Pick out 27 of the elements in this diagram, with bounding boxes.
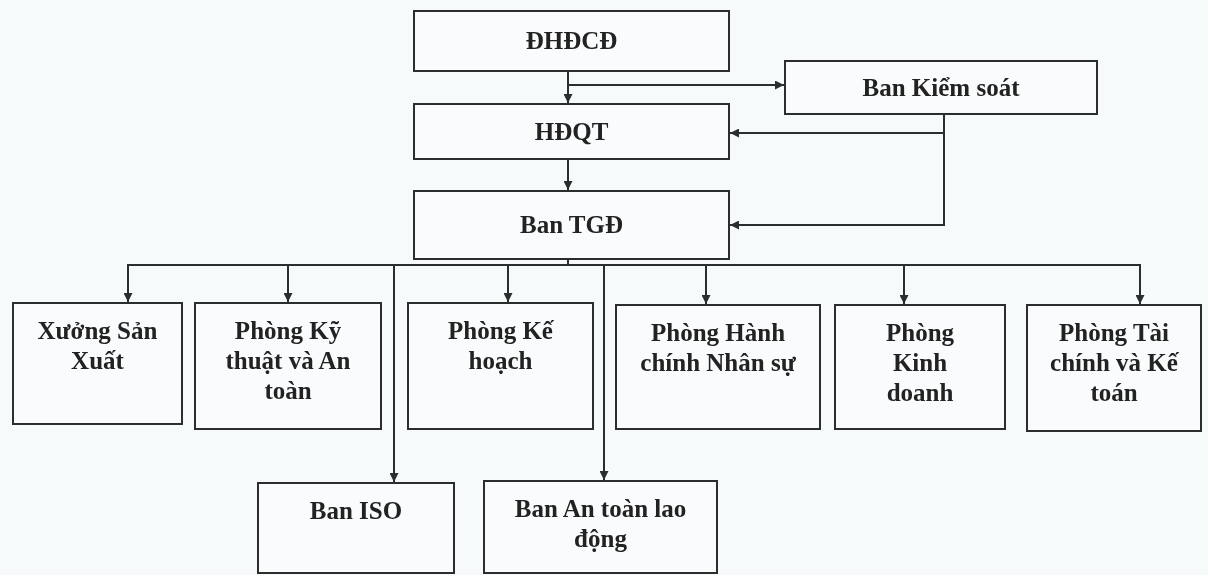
unit-name: Phòng Kinh doanh bbox=[884, 318, 956, 408]
department-box bbox=[1026, 304, 1202, 432]
unit-name: Phòng Tài chính và Kế toán bbox=[1050, 318, 1178, 408]
unit-name: Ban Kiểm soát bbox=[862, 72, 1020, 103]
unit-name: Ban TGĐ bbox=[519, 210, 624, 240]
governance-box bbox=[413, 103, 730, 160]
governance-box bbox=[413, 10, 730, 72]
unit-name: Phòng Kế hoạch bbox=[447, 316, 555, 376]
department-box bbox=[257, 482, 455, 574]
unit-name: HĐQT bbox=[534, 116, 609, 147]
connector-arrow bbox=[563, 159, 573, 191]
unit-name: Ban ISO bbox=[309, 496, 403, 526]
department-box bbox=[407, 302, 594, 430]
connector-arrow bbox=[567, 71, 785, 90]
department-box bbox=[483, 480, 718, 574]
department-box bbox=[615, 304, 821, 430]
unit-name: Ban An toàn lao động bbox=[513, 494, 688, 554]
department-box bbox=[12, 302, 183, 425]
unit-name: ĐHĐCĐ bbox=[525, 26, 618, 56]
unit-name: Phòng Kỹ thuật và An toàn bbox=[224, 316, 352, 406]
governance-box bbox=[413, 190, 730, 260]
unit-name: Phòng Hành chính Nhân sự bbox=[639, 318, 797, 378]
governance-box bbox=[784, 60, 1098, 115]
department-box bbox=[834, 304, 1006, 430]
connector-arrow bbox=[729, 114, 945, 230]
unit-name: Xưởng Sản Xuất bbox=[36, 316, 159, 376]
department-box bbox=[194, 302, 382, 430]
